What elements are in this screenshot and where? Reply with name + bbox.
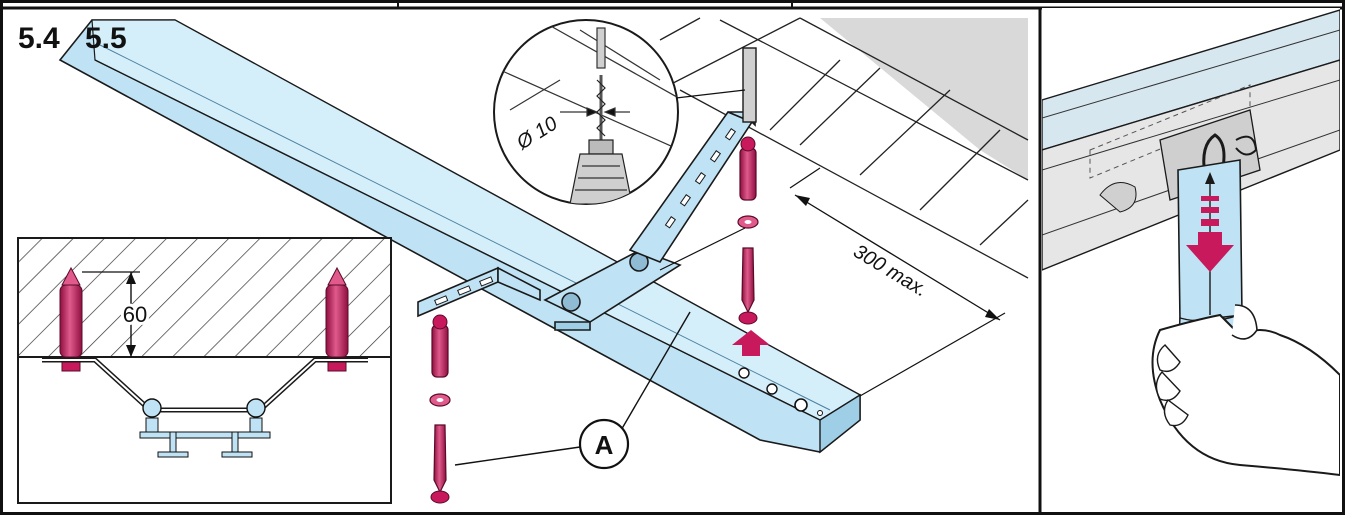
washer-left xyxy=(429,393,451,407)
max-distance-dimension: 300 max. xyxy=(789,167,1006,397)
callout-a: A xyxy=(454,227,746,470)
ceiling-post xyxy=(742,47,757,123)
washer-right xyxy=(737,215,759,229)
bracket-slots xyxy=(434,128,737,306)
drill-detail: Ø 10 xyxy=(493,19,746,205)
screw-right xyxy=(738,247,758,325)
anchor-depth-label: 60 xyxy=(123,302,147,327)
step-number-first: 5.4 xyxy=(18,22,60,55)
callout-label: A xyxy=(595,430,614,460)
up-arrow xyxy=(732,330,770,356)
step-numbers: 5.4 5.5 xyxy=(18,22,127,55)
anchor-right xyxy=(739,136,757,201)
rail xyxy=(58,19,862,454)
step-number-second: 5.5 xyxy=(85,22,127,55)
screw-left xyxy=(430,424,450,504)
ceiling-perspective xyxy=(639,17,1029,279)
release-panel xyxy=(1042,8,1340,511)
anchor-left xyxy=(431,314,449,378)
cross-section-inset: 60 xyxy=(17,237,392,504)
